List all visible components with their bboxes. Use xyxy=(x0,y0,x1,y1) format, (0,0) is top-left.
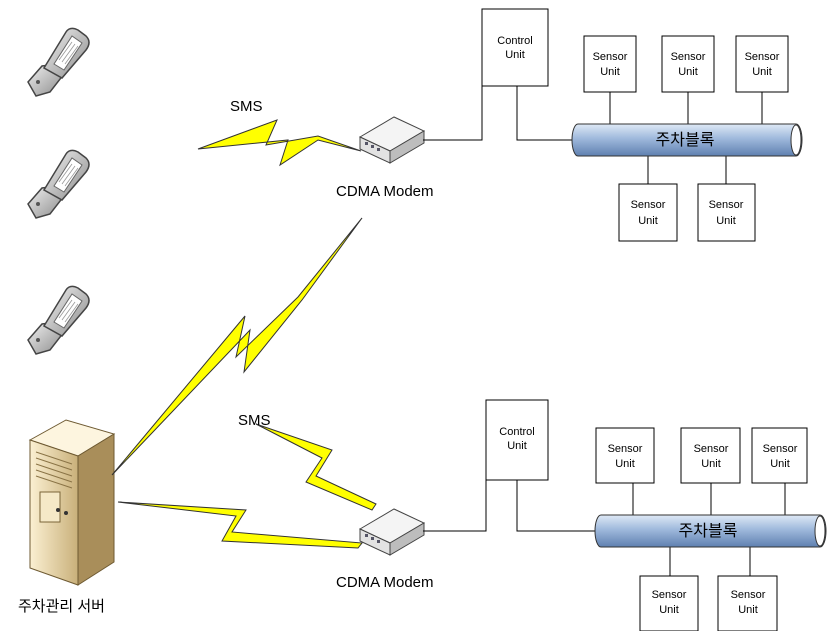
modem-label: CDMA Modem xyxy=(336,183,434,200)
link-line xyxy=(516,86,572,141)
sensor-unit-label-line1: Sensor xyxy=(763,443,798,455)
cell-phone-icon xyxy=(27,27,90,97)
sensor-unit-label-line1: Sensor xyxy=(631,199,666,211)
sensor-unit-label-line1: Sensor xyxy=(608,443,643,455)
sensor-unit-label-line2: Unit xyxy=(738,604,758,616)
cell-phone-icon xyxy=(27,149,90,219)
modem-label: CDMA Modem xyxy=(336,574,434,591)
sensor-unit-box: Sensor Unit xyxy=(595,427,655,484)
control-unit-label-line1: Control xyxy=(497,35,532,47)
sms-label: SMS xyxy=(238,412,271,429)
sensor-unit-box: Sensor Unit xyxy=(583,35,637,93)
sensor-unit-box: Sensor Unit xyxy=(717,575,778,631)
sensor-unit-box: Sensor Unit xyxy=(661,35,715,93)
control-unit-label-line2: Unit xyxy=(505,49,525,61)
sensor-unit-label-line2: Unit xyxy=(770,458,790,470)
parking-block-bus: 주차블록 xyxy=(571,123,803,157)
sensor-unit-label-line1: Sensor xyxy=(671,51,706,63)
sensor-unit-label-line1: Sensor xyxy=(652,589,687,601)
sensor-unit-box: Sensor Unit xyxy=(680,427,741,484)
server-label: 주차관리 서버 xyxy=(18,598,105,615)
link-line xyxy=(423,86,483,141)
sensor-links xyxy=(632,483,786,576)
parking-block-bus: 주차블록 xyxy=(594,514,827,548)
sensor-unit-label-line1: Sensor xyxy=(593,51,628,63)
sensor-unit-label-line1: Sensor xyxy=(709,199,744,211)
sensor-unit-label-line2: Unit xyxy=(678,66,698,78)
sensor-unit-label-line2: Unit xyxy=(716,215,736,227)
link-line xyxy=(423,480,487,532)
sensor-unit-label-line2: Unit xyxy=(659,604,679,616)
sensor-unit-box: Sensor Unit xyxy=(751,427,808,484)
cdma-modem-icon xyxy=(359,116,425,164)
sensor-unit-label-line2: Unit xyxy=(615,458,635,470)
sensor-unit-box: Sensor Unit xyxy=(639,575,699,631)
sms-label: SMS xyxy=(230,98,263,115)
sensor-unit-label-line2: Unit xyxy=(638,215,658,227)
control-unit-label-line2: Unit xyxy=(507,440,527,452)
server-icon xyxy=(28,419,116,586)
lightning-bolt-icon xyxy=(117,501,363,549)
cdma-modem-icon xyxy=(359,508,425,556)
control-unit-box: Control Unit xyxy=(481,8,549,87)
lightning-bolt-icon xyxy=(255,423,377,511)
link-line xyxy=(516,480,596,532)
control-unit-label-line1: Control xyxy=(499,426,534,438)
sensor-unit-label-line1: Sensor xyxy=(745,51,780,63)
sensor-unit-label-line1: Sensor xyxy=(731,589,766,601)
bus-label: 주차블록 xyxy=(679,522,738,540)
sensor-links xyxy=(609,92,763,184)
sensor-unit-label-line2: Unit xyxy=(600,66,620,78)
control-unit-box: Control Unit xyxy=(485,399,549,481)
sensor-unit-box: Sensor Unit xyxy=(735,35,789,93)
lightning-bolt-icon xyxy=(197,119,362,167)
sensor-unit-label-line1: Sensor xyxy=(694,443,729,455)
sensor-unit-label-line2: Unit xyxy=(701,458,721,470)
lightning-bolt-icon xyxy=(111,217,363,476)
bus-label: 주차블록 xyxy=(656,131,715,149)
sensor-unit-label-line2: Unit xyxy=(752,66,772,78)
sensor-unit-box: Sensor Unit xyxy=(697,183,756,242)
sensor-unit-box: Sensor Unit xyxy=(618,183,678,242)
cell-phone-icon xyxy=(27,285,90,355)
